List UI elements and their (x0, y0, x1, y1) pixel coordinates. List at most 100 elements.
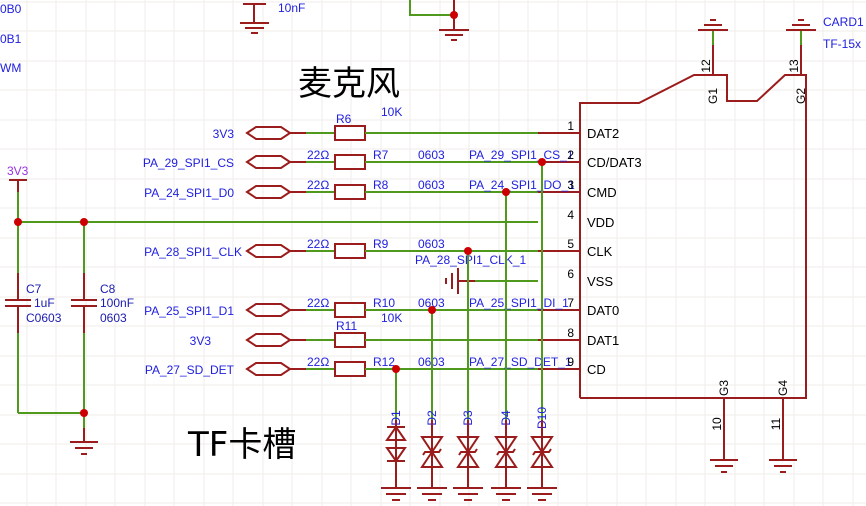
top-cap-value: 10nF (278, 1, 305, 15)
resistor-body[interactable] (334, 125, 366, 141)
offscreen-label: 0B0 (0, 2, 22, 16)
c7-value: 1uF (34, 296, 55, 310)
pin-name: DAT1 (587, 333, 619, 348)
net-label: PA_25_SPI1_DI_1 (469, 296, 569, 310)
resistor-body[interactable] (334, 332, 366, 348)
pin-name: VDD (587, 215, 614, 230)
pin-number: 5 (567, 237, 574, 251)
resistor-ref: R8 (373, 178, 389, 192)
port-symbol[interactable] (245, 244, 292, 258)
shield-pin-name: G1 (706, 88, 720, 104)
diode-ref: D3 (461, 410, 475, 426)
diode-ref: D4 (499, 410, 513, 426)
capacitor-c7[interactable] (5, 273, 31, 333)
pin-number: 7 (567, 296, 574, 310)
top-wire-ground (409, 0, 469, 41)
offscreen-label: WM (0, 61, 21, 75)
shield-pin-number: 13 (787, 59, 801, 73)
c8-package: 0603 (100, 311, 127, 325)
resistor-ref: R10 (373, 296, 395, 310)
diode-ref: D1 (389, 410, 403, 426)
diode-ref: D2 (425, 410, 439, 426)
pin-name: CD/DAT3 (587, 155, 642, 170)
resistor-ref: R12 (373, 355, 395, 369)
offscreen-label: 0B1 (0, 32, 22, 46)
c7-ref: C7 (26, 282, 42, 296)
pin-name: VSS (587, 274, 613, 289)
resistor-ref: R11 (336, 319, 357, 333)
net-label: PA_28_SPI1_CLK_1 (415, 253, 527, 267)
port-symbol[interactable] (245, 333, 292, 347)
port-row: 3V3 R11 (190, 319, 580, 348)
vdd-rail (14, 192, 538, 428)
resistor-value: 22Ω (307, 148, 329, 162)
resistor-value: 22Ω (307, 355, 329, 369)
resistor-body[interactable] (334, 243, 366, 259)
port-label: PA_29_SPI1_CS (143, 156, 234, 170)
port-symbol[interactable] (245, 185, 292, 199)
resistor-package: 0603 (418, 178, 445, 192)
pin-name: DAT2 (587, 126, 619, 141)
card-connector-body[interactable] (579, 19, 816, 473)
pin-number: 6 (567, 267, 574, 281)
port-label: 3V3 (213, 127, 235, 141)
pin-number: 1 (567, 119, 574, 133)
resistor-package: 0603 (418, 148, 445, 162)
r11-value: 10K (381, 311, 402, 325)
vss-ground-symbol (445, 268, 538, 294)
tvs-diode[interactable]: D2 (417, 410, 447, 501)
shield-pin-number: 12 (699, 59, 713, 73)
top-ground-symbol (240, 3, 269, 34)
pin-number: 8 (567, 326, 574, 340)
capacitor-c8[interactable] (71, 273, 97, 333)
port-symbol[interactable] (245, 303, 292, 317)
pin-number: 4 (567, 208, 574, 222)
resistor-package: 0603 (418, 296, 445, 310)
net-label: PA_27_SD_DET_1 (469, 355, 572, 369)
connector-value: TF-15x (823, 37, 861, 51)
r6-value: 10K (381, 105, 402, 119)
diode-ref: D10 (535, 407, 549, 429)
resistor-value: 22Ω (307, 237, 329, 251)
port-symbol[interactable] (245, 126, 292, 140)
diode-wires (392, 158, 546, 420)
port-row: PA_29_SPI1_CS 22Ω R7 0603 PA_29_SPI1_CS_1 (143, 148, 580, 170)
tvs-diode[interactable]: D1 (381, 410, 411, 501)
port-symbol[interactable] (245, 155, 292, 169)
port-symbol[interactable] (245, 362, 292, 376)
pin-name: CMD (587, 185, 617, 200)
ground-symbol (70, 428, 98, 455)
pin-number: 3 (567, 178, 574, 192)
pin-number: 2 (567, 148, 574, 162)
port-label: PA_28_SPI1_CLK (144, 245, 242, 259)
pin-number: 9 (567, 355, 574, 369)
shield-pin-number: 10 (710, 417, 724, 431)
c8-ref: C8 (100, 282, 116, 296)
resistor-body[interactable] (334, 302, 366, 318)
resistor-package: 0603 (418, 237, 445, 251)
net-label: PA_29_SPI1_CS_1 (469, 148, 574, 162)
resistor-body[interactable] (334, 154, 366, 170)
microphone-title: 麦克风 (298, 64, 400, 104)
shield-pin-name: G4 (776, 380, 790, 396)
port-label: 3V3 (190, 334, 212, 348)
resistor-value: 22Ω (307, 178, 329, 192)
c7-package: C0603 (26, 311, 62, 325)
shield-pin-name: G3 (717, 380, 731, 396)
resistor-ref: R7 (373, 148, 389, 162)
tvs-diode[interactable]: D3 (453, 410, 483, 501)
tvs-diode[interactable]: D4 (491, 410, 521, 501)
resistor-body[interactable] (334, 361, 366, 377)
port-label: PA_27_SD_DET (145, 363, 235, 377)
shield-pin-number: 11 (769, 417, 783, 430)
tvs-diode[interactable]: D10 (527, 407, 557, 501)
pin-name: DAT0 (587, 303, 619, 318)
shield-pin-name: G2 (794, 88, 808, 104)
resistor-body[interactable] (334, 184, 366, 200)
